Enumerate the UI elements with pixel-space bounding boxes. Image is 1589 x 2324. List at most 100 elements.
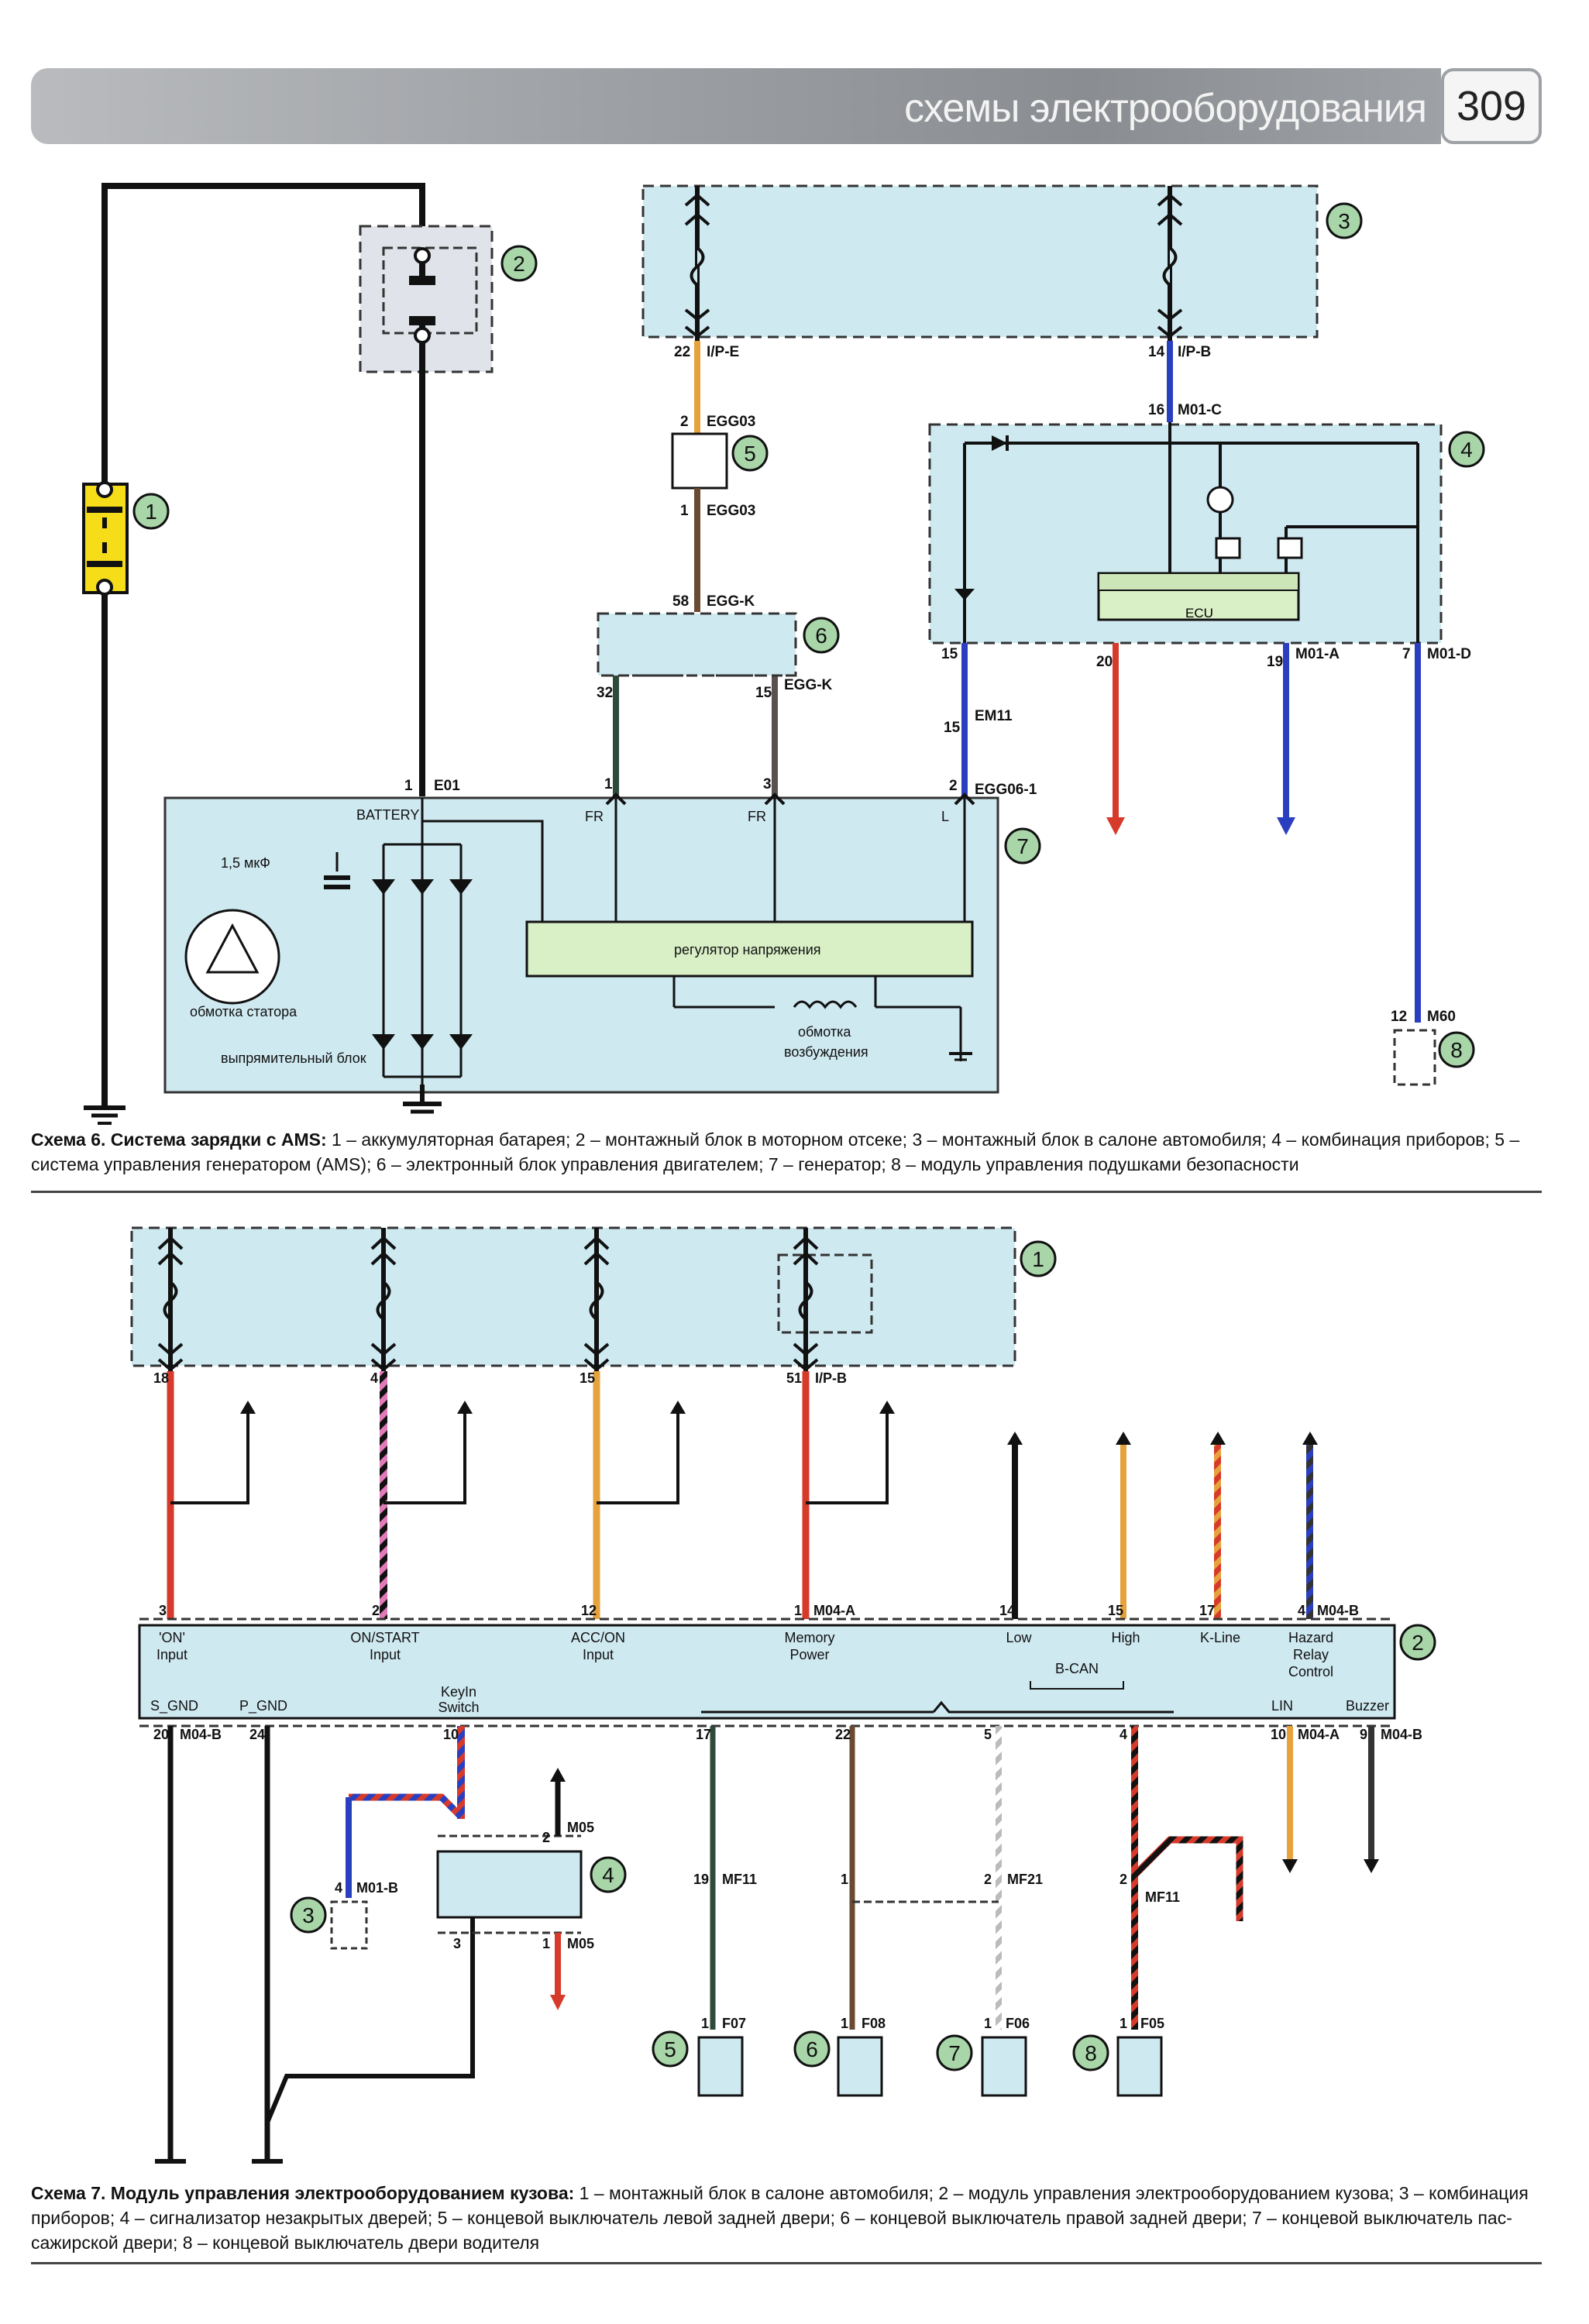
conn-f06: F06 xyxy=(1006,2016,1030,2031)
conn-mf11b: MF11 xyxy=(1145,1889,1180,1905)
pin-em11: 15 xyxy=(944,720,961,736)
label-battery: BATTERY xyxy=(356,807,419,823)
pin-egg03-bot: 1 xyxy=(680,503,689,519)
label-buzzer: Buzzer xyxy=(1346,1698,1389,1714)
pin-m01d: 7 xyxy=(1402,646,1411,662)
pin-15a: 15 xyxy=(941,646,958,662)
callout-6: 6 xyxy=(803,617,840,654)
conn-em11: EM11 xyxy=(975,708,1013,724)
stator-coil xyxy=(184,909,280,1005)
label-bcan: B-CAN xyxy=(1055,1661,1099,1676)
svg-text:1: 1 xyxy=(145,500,157,524)
callout-7-1: 1 xyxy=(1020,1240,1057,1277)
page-number: 309 xyxy=(1441,68,1542,144)
pin-mf11b: 2 xyxy=(1120,1872,1127,1887)
pin-f06: 1 xyxy=(984,2016,992,2031)
label-fr1: FR xyxy=(585,809,604,824)
label-hazard: Hazard xyxy=(1288,1630,1333,1645)
door-switch-passenger xyxy=(981,2036,1027,2097)
cabin-fuse-block-7 xyxy=(130,1226,1016,1367)
pin-mf21: 2 xyxy=(984,1872,992,1887)
pin-m01a: 19 xyxy=(1267,654,1283,670)
pin-5: 5 xyxy=(984,1727,992,1742)
pin-18: 18 xyxy=(153,1370,169,1386)
conn-m01b: M01-B xyxy=(356,1880,398,1896)
body-control-module xyxy=(138,1624,1396,1720)
conn-m05a: M05 xyxy=(567,1820,594,1835)
callout-3: 3 xyxy=(1326,202,1363,239)
pin-20: 20 xyxy=(1096,654,1113,670)
svg-text:5: 5 xyxy=(664,2037,676,2061)
wire-f06 xyxy=(996,1726,1002,2030)
label-regulator: регулятор напряжения xyxy=(674,942,821,957)
pin-kline: 17 xyxy=(1199,1603,1215,1618)
pin-15top: 15 xyxy=(580,1370,595,1386)
pin-ipe: 22 xyxy=(674,344,690,360)
pin-10b: 10 xyxy=(1271,1727,1286,1742)
conn-m05b: M05 xyxy=(567,1936,594,1951)
conn-m04a-bottom: M04-A xyxy=(1298,1727,1340,1742)
callout-7-4: 4 xyxy=(590,1856,627,1893)
conn-m01d: M01-D xyxy=(1427,646,1471,662)
svg-text:4: 4 xyxy=(1460,438,1473,462)
pin-onstart: 2 xyxy=(372,1603,380,1618)
door-switch-driver xyxy=(1116,2036,1163,2097)
ams-module xyxy=(671,432,728,490)
conn-m60: M60 xyxy=(1427,1009,1456,1025)
label-field2: возбуждения xyxy=(784,1044,868,1060)
pin-9: 9 xyxy=(1360,1727,1367,1742)
callout-7-8: 8 xyxy=(1072,2034,1109,2071)
svg-text:8: 8 xyxy=(1450,1038,1463,1062)
pin-acc: 12 xyxy=(581,1603,597,1618)
scheme6-caption-text: 1 – аккумуляторная батарея; 2 – монтажны… xyxy=(31,1129,1520,1174)
conn-m04b-top: M04-B xyxy=(1317,1603,1359,1618)
scheme7-caption-line1: 1 – монтажный блок в салоне автомобиля; … xyxy=(574,2183,1529,2203)
door-switch-rear-right xyxy=(837,2036,883,2097)
conn-f07: F07 xyxy=(722,2016,746,2031)
label-memory-2: Power xyxy=(789,1647,829,1662)
conn-ipb: I/P-B xyxy=(1178,344,1211,360)
callout-7: 7 xyxy=(1004,827,1041,865)
label-kline: K-Line xyxy=(1200,1630,1240,1645)
svg-text:2: 2 xyxy=(1412,1631,1424,1655)
label-acc: ACC/ON xyxy=(571,1630,625,1645)
wire-keyin xyxy=(457,1726,465,1819)
wire-battery-main xyxy=(101,183,425,1108)
conn-ipe: I/P-E xyxy=(707,344,739,360)
conn-e01: E01 xyxy=(434,778,460,794)
pin-hazard: 4 xyxy=(1298,1603,1305,1618)
voltage-regulator xyxy=(525,920,974,978)
ecu-engine xyxy=(597,612,797,677)
svg-text:3: 3 xyxy=(1338,209,1350,233)
svg-text:1: 1 xyxy=(1032,1247,1044,1271)
airbag-module xyxy=(1393,1029,1436,1086)
pin-low: 14 xyxy=(999,1603,1015,1618)
label-fr2: FR xyxy=(748,809,766,824)
svg-text:8: 8 xyxy=(1085,2041,1097,2065)
label-hazard-2: Relay xyxy=(1293,1647,1329,1662)
pin-m05b: 1 xyxy=(542,1936,550,1951)
svg-text:3: 3 xyxy=(302,1903,315,1927)
label-onstart-2: Input xyxy=(370,1647,401,1662)
wire-onstart-pink xyxy=(380,1371,387,1619)
pin-3: 3 xyxy=(453,1936,461,1951)
instrument-cluster-7 xyxy=(330,1900,368,1950)
pin-f08: 1 xyxy=(841,2016,848,2031)
pin-m05a: 2 xyxy=(542,1830,550,1845)
pin-on: 3 xyxy=(159,1603,167,1618)
wire-kline xyxy=(1214,1441,1221,1619)
conn-ipb-7: I/P-B xyxy=(815,1370,847,1386)
callout-2: 2 xyxy=(500,245,538,282)
svg-text:5: 5 xyxy=(744,442,756,466)
scheme6-caption-title: Схема 6. Система зарядки с AMS: xyxy=(31,1129,327,1150)
scheme-7: 18 4 15 51 I/P-B 3 2 12 1 M04-A 14 15 17… xyxy=(130,1226,1436,2164)
pin-egg03-top: 2 xyxy=(680,414,689,430)
scheme7-caption-line2: приборов; 4 – сигнализатор незакрытых дв… xyxy=(31,2208,1512,2228)
callout-4: 4 xyxy=(1448,431,1485,468)
label-sgnd: S_GND xyxy=(150,1698,198,1714)
pin-f05: 1 xyxy=(1120,2016,1127,2031)
callout-7-2: 2 xyxy=(1399,1624,1436,1661)
callout-1: 1 xyxy=(132,493,170,530)
label-field1: обмотка xyxy=(798,1024,851,1040)
